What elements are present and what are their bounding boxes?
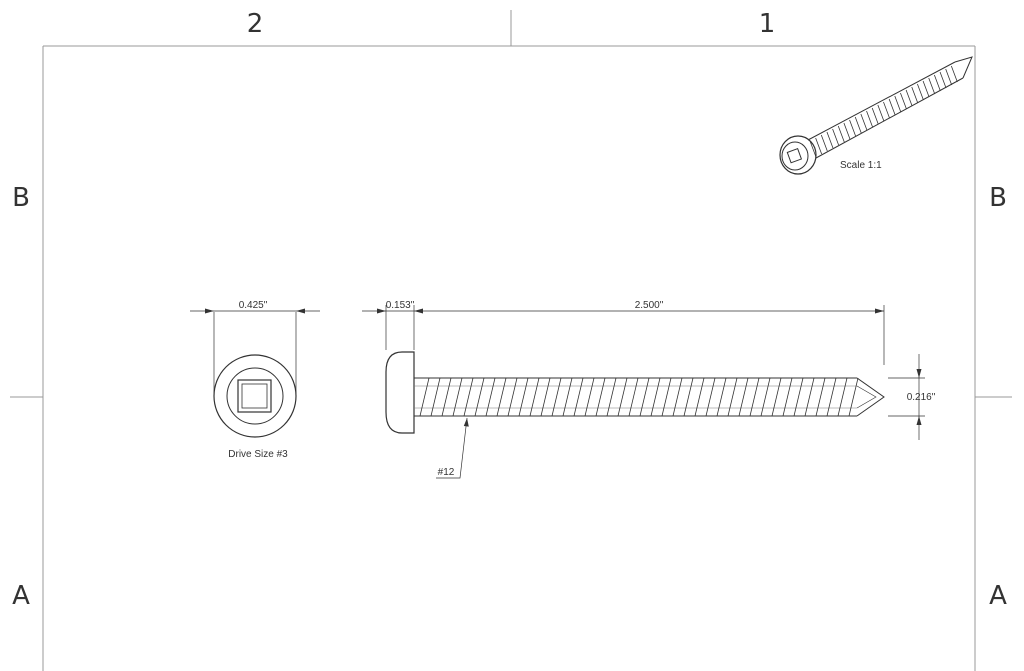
thread-line <box>430 377 441 417</box>
zone-row-a-left: A <box>12 581 30 611</box>
iso-thread-line <box>837 125 845 143</box>
thread-line <box>573 377 584 417</box>
thread-line <box>617 377 628 417</box>
iso-thread-line <box>832 128 839 146</box>
zone-row-b-left: B <box>12 183 30 213</box>
end-view <box>190 308 320 438</box>
thread-line <box>727 377 738 417</box>
thread-line <box>672 377 683 417</box>
zone-row-b-right: B <box>989 183 1007 213</box>
iso-thread-line <box>894 95 902 113</box>
scale-label: Scale 1:1 <box>840 160 882 171</box>
thread-line <box>738 377 749 417</box>
thread-line <box>771 377 782 417</box>
iso-thread-line <box>945 68 953 86</box>
thread-line <box>606 377 617 417</box>
iso-thread-line <box>849 119 856 137</box>
thread-line <box>540 377 551 417</box>
iso-thread-line <box>900 92 907 110</box>
thread-line <box>815 377 826 417</box>
isometric-screw-view <box>779 56 973 175</box>
zone-row-a-right: A <box>989 581 1007 611</box>
dim-length: 2.500" <box>635 300 664 311</box>
thread-line <box>793 377 804 417</box>
thread-line <box>584 377 595 417</box>
thread-line <box>496 377 507 417</box>
thread-line <box>837 377 848 417</box>
thread-line <box>716 377 727 417</box>
thread-line <box>507 377 518 417</box>
side-view <box>362 305 925 479</box>
iso-thread-line <box>905 89 913 107</box>
thread-line <box>529 377 540 417</box>
iso-thread-line <box>917 83 924 101</box>
iso-thread-line <box>922 80 930 98</box>
thread-line <box>441 377 452 417</box>
thread-line <box>683 377 694 417</box>
iso-thread-line <box>871 107 879 125</box>
thread-line <box>518 377 529 417</box>
zone-col-2: 2 <box>247 9 264 39</box>
thread-line <box>628 377 639 417</box>
iso-thread-line <box>939 71 947 89</box>
dim-head-height: 0.153" <box>386 300 415 311</box>
iso-thread-line <box>854 116 862 134</box>
iso-thread-line <box>877 104 885 122</box>
iso-thread-line <box>934 74 941 92</box>
thread-line <box>463 377 474 417</box>
iso-thread-line <box>911 86 919 104</box>
dim-thread-size: #12 <box>438 467 455 478</box>
thread-line <box>419 377 430 417</box>
thread-line <box>782 377 793 417</box>
thread-line <box>639 377 650 417</box>
dim-tip-diameter: 0.216" <box>907 392 936 403</box>
thread-line <box>551 377 562 417</box>
dim-head-diameter: 0.425" <box>239 300 268 311</box>
thread-line <box>452 377 463 417</box>
drive-size-label: Drive Size #3 <box>228 449 288 460</box>
iso-thread-line <box>826 131 834 149</box>
iso-thread-line <box>860 113 868 131</box>
thread-line <box>826 377 837 417</box>
iso-thread-line <box>866 110 873 128</box>
iso-thread-line <box>809 140 817 158</box>
thread-line <box>661 377 672 417</box>
thread-line <box>595 377 606 417</box>
zone-col-1: 1 <box>759 9 776 39</box>
thread-line <box>485 377 496 417</box>
thread-line <box>562 377 573 417</box>
iso-thread-line <box>820 134 828 152</box>
thread-line <box>694 377 705 417</box>
iso-thread-line <box>950 65 958 83</box>
iso-thread-line <box>928 77 936 95</box>
thread-line <box>848 377 859 417</box>
iso-thread-line <box>843 122 851 140</box>
thread-line <box>760 377 771 417</box>
iso-thread-line <box>888 98 896 116</box>
thread-line <box>804 377 815 417</box>
iso-thread-line <box>883 101 890 119</box>
sheet-border <box>10 10 1012 671</box>
iso-thread-line <box>815 137 823 155</box>
thread-line <box>474 377 485 417</box>
thread-line <box>705 377 716 417</box>
thread-line <box>749 377 760 417</box>
thread-line <box>650 377 661 417</box>
